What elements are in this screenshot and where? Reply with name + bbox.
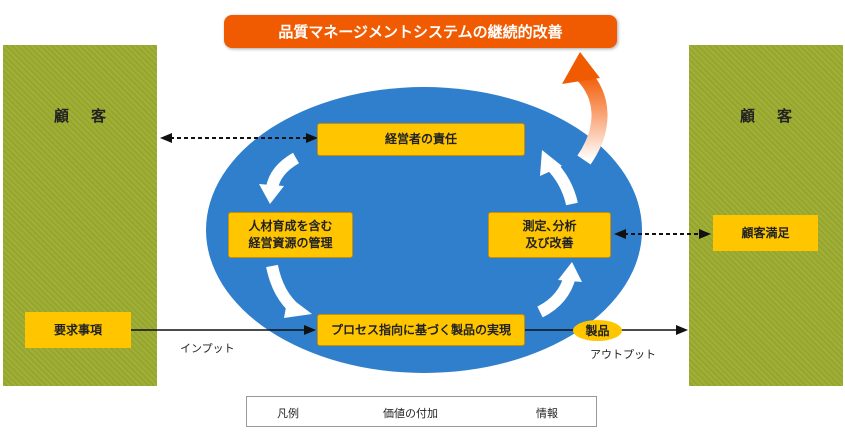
process-ellipse [206,87,642,373]
output-flow-head [676,325,688,335]
customer-title-left: 顧客 [53,107,128,125]
input-flow-head [304,325,316,335]
cycle-arrow-top-left [266,152,300,190]
requirements-box: 要求事項 [25,312,131,348]
management-responsibility-box: 経営者の責任 [317,123,525,156]
legend-box: 凡例 価値の付加 情報 [246,396,597,427]
customer-satisfaction-box: 顧客満足 [713,215,818,251]
value-flow-left-head-b [306,133,318,143]
legend-value-added-label: 価値の付加 [383,407,438,420]
input-label: インプット [180,342,235,355]
resource-management-box: 人材育成を含む 経営資源の管理 [228,212,353,258]
product-ellipse-label: 製品 [573,320,622,341]
improvement-arrow [576,68,608,165]
customer-title-right: 顧客 [739,107,814,125]
cycle-arrowhead-bottom-left [284,296,312,318]
cycle-arrowhead-bottom-right [558,262,582,282]
value-flow-right-head-b [699,229,711,239]
product-realization-box: プロセス指向に基づく製品の実現 [317,314,525,346]
improvement-arrowhead [562,52,600,84]
value-flow-right-head-a [614,229,626,239]
cycle-arrowhead-top-left [259,184,284,204]
legend-information-label: 情報 [536,407,558,420]
value-flow-left-head-a [160,133,172,143]
cycle-arrowhead-top-right [540,150,562,176]
diagram-title: 品質マネージメントシステムの継続的改善 [224,15,617,48]
legend-title: 凡例 [277,407,299,420]
measurement-analysis-box: 測定､分析 及び改善 [488,212,611,258]
output-label: アウトプット [590,348,656,361]
